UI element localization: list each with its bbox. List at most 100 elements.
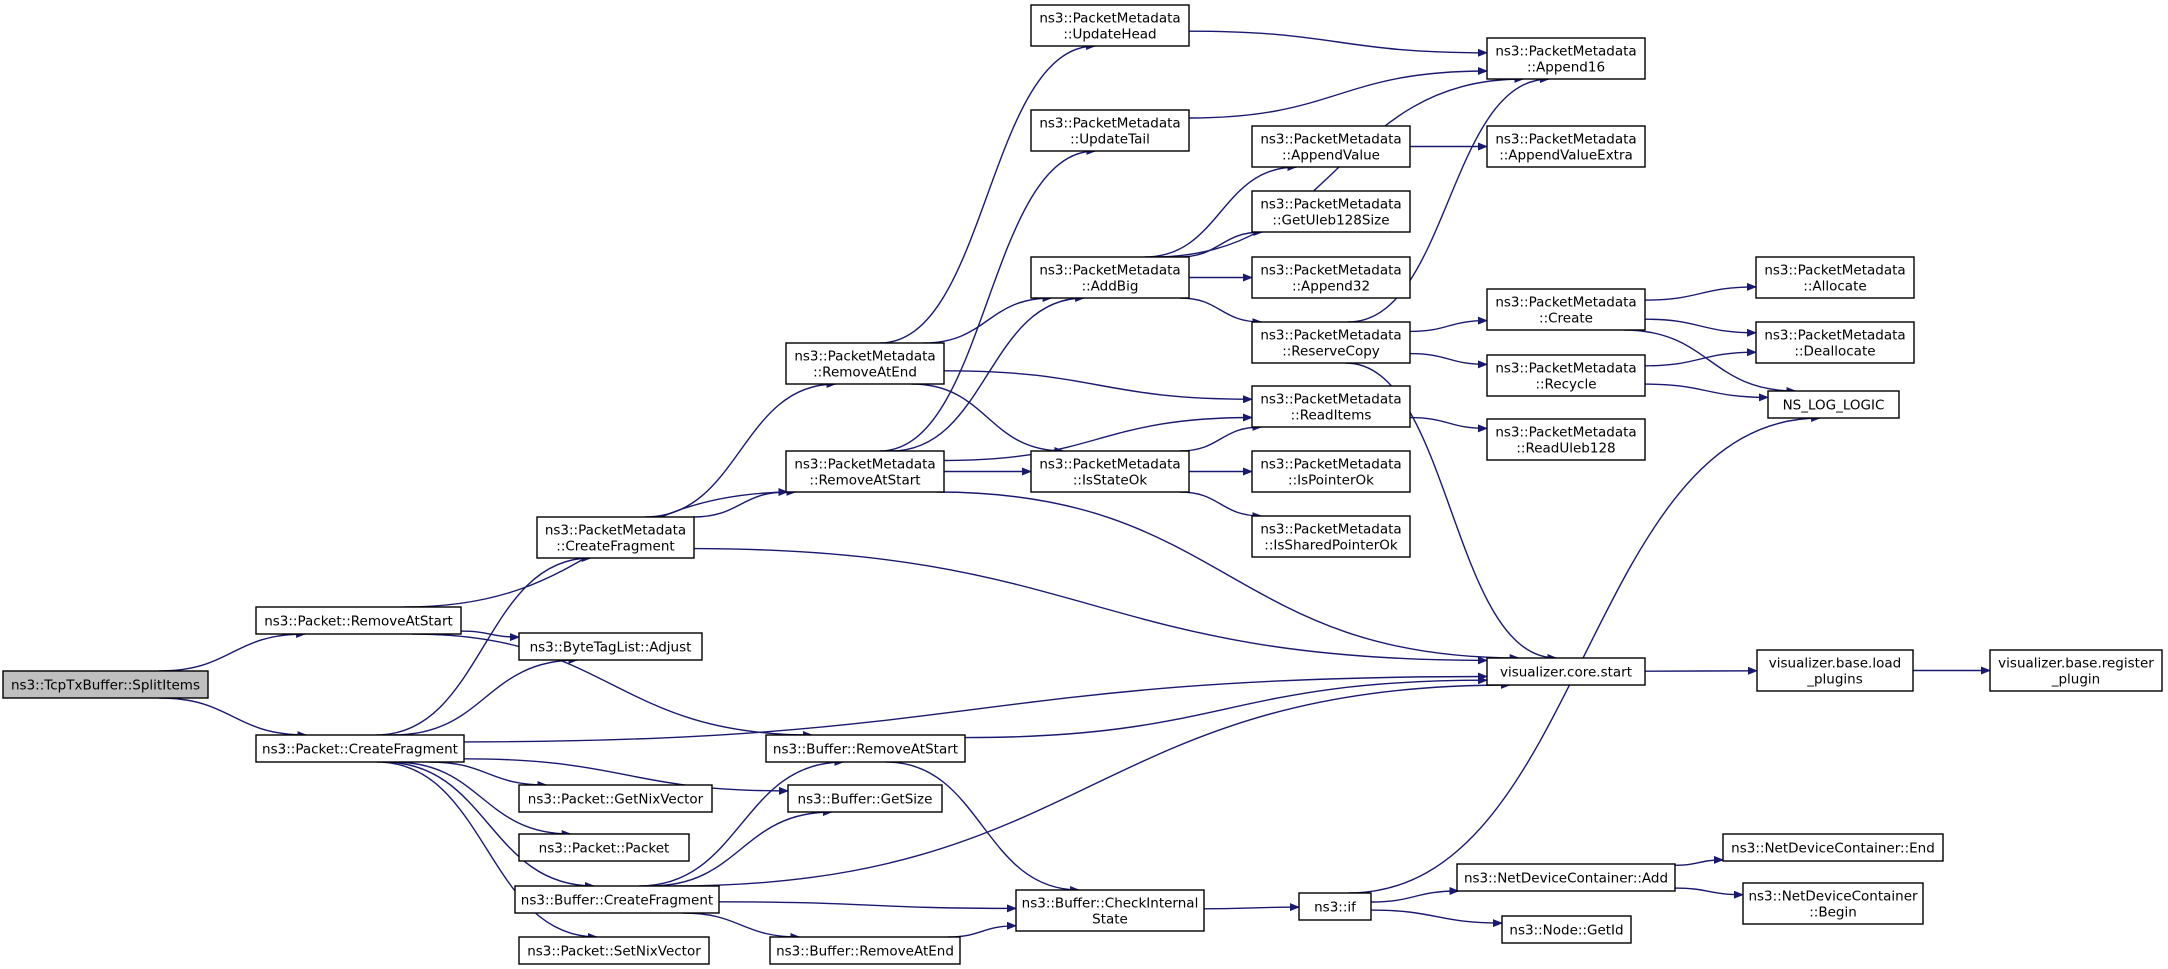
edge-ns3_if-to-node_get_id	[1370, 909, 1503, 928]
node-pm-update-tail[interactable]: ns3::PacketMetadata::UpdateTail	[1030, 109, 1190, 152]
node-ndc-begin[interactable]: ns3::NetDeviceContainer::Begin	[1742, 882, 1924, 925]
edge-buffer_remove_at_start-to-visualizer_core_start	[964, 676, 1488, 739]
node-box	[1251, 450, 1411, 493]
node-buffer-remove-at-end[interactable]: ns3::Buffer::RemoveAtEnd	[769, 936, 961, 965]
node-box	[518, 784, 713, 813]
node-packet-set-nix-vector[interactable]: ns3::Packet::SetNixVector	[518, 936, 710, 965]
edge-arrow	[1370, 909, 1503, 928]
edge-arrow	[1179, 297, 1263, 326]
node-ndc-end[interactable]: ns3::NetDeviceContainer::End	[1722, 833, 1944, 862]
node-label-line: ns3::NetDeviceContainer::Add	[1464, 871, 1668, 887]
node-label-line: ns3::PacketMetadata	[1495, 295, 1636, 311]
node-pm-is-pointer-ok[interactable]: ns3::PacketMetadata::IsPointerOk	[1251, 450, 1411, 493]
node-buffer-create-fragment[interactable]: ns3::Buffer::CreateFragment	[514, 885, 720, 914]
edge-arrow	[1188, 67, 1488, 119]
node-label-line: ::IsPointerOk	[1288, 473, 1374, 489]
node-label-line: ::Recycle	[1535, 377, 1596, 393]
edge-arrow	[682, 912, 801, 941]
node-pm-create-fragment[interactable]: ns3::PacketMetadata::CreateFragment	[536, 516, 695, 559]
edge-arrow	[463, 758, 789, 795]
node-pm-append-value-extra[interactable]: ns3::PacketMetadata::AppendValueExtra	[1486, 125, 1646, 168]
node-pm-append32[interactable]: ns3::PacketMetadata::Append32	[1251, 256, 1411, 299]
node-label-line: ns3::ByteTagList::Adjust	[530, 640, 692, 656]
node-pm-add-big[interactable]: ns3::PacketMetadata::AddBig	[1030, 256, 1190, 299]
edge-pm_reserve_copy-to-pm_append16	[1347, 75, 1550, 323]
node-label-line: ::Append16	[1527, 60, 1605, 76]
edge-packet_create_fragment-to-buffer_create_fragment	[382, 761, 595, 890]
node-visualizer-base-register-plugin[interactable]: visualizer.base.register_plugin	[1989, 649, 2163, 692]
edge-ns3_if-to-ndc_add	[1370, 887, 1460, 903]
edge-packet_create_fragment-to-packet_get_nix_vector	[428, 761, 548, 789]
edge-pm_reserve_copy-to-pm_create	[1409, 316, 1488, 333]
edge-arrow	[943, 413, 1253, 462]
edge-arrow	[1347, 75, 1550, 323]
node-box	[1486, 418, 1646, 461]
node-pm-deallocate[interactable]: ns3::PacketMetadata::Deallocate	[1755, 321, 1915, 364]
edge-arrow	[393, 656, 579, 736]
node-label-line: ns3::Packet::RemoveAtStart	[264, 614, 453, 630]
edge-ndc_add-to-ndc_end	[1674, 855, 1724, 866]
edge-arrow	[1348, 414, 1822, 894]
node-label-line: ns3::PacketMetadata	[1260, 263, 1401, 279]
edge-arrow	[650, 808, 833, 887]
node-pm-create[interactable]: ns3::PacketMetadata::Create	[1486, 288, 1646, 331]
node-pm-allocate[interactable]: ns3::PacketMetadata::Allocate	[1755, 256, 1915, 299]
node-box	[769, 936, 961, 965]
edge-arrow	[890, 294, 1086, 452]
node-label-line: ns3::PacketMetadata	[1764, 263, 1905, 279]
node-node-get-id[interactable]: ns3::Node::GetId	[1501, 915, 1632, 944]
node-packet-packet[interactable]: ns3::Packet::Packet	[518, 833, 690, 862]
edge-layer	[158, 30, 1991, 941]
node-visualizer-base-load-plugins[interactable]: visualizer.base.load_plugins	[1756, 649, 1914, 692]
edge-pm_create_fragment-to-visualizer_core_start	[693, 547, 1488, 665]
node-ns3-if[interactable]: ns3::if	[1298, 892, 1372, 921]
node-pm-is-state-ok[interactable]: ns3::PacketMetadata::IsStateOk	[1030, 450, 1190, 493]
node-pm-read-items[interactable]: ns3::PacketMetadata::ReadItems	[1251, 385, 1411, 428]
node-pm-remove-at-start[interactable]: ns3::PacketMetadata::RemoveAtStart	[785, 450, 945, 493]
node-pm-is-shared-pointer-ok[interactable]: ns3::PacketMetadata::IsSharedPointerOk	[1251, 515, 1411, 558]
node-packet-remove-at-start[interactable]: ns3::Packet::RemoveAtStart	[255, 606, 462, 635]
node-pm-append-value[interactable]: ns3::PacketMetadata::AppendValue	[1251, 125, 1411, 168]
node-split-items[interactable]: ns3::TcpTxBuffer::SplitItems	[2, 670, 209, 699]
node-pm-append16[interactable]: ns3::PacketMetadata::Append16	[1486, 37, 1646, 80]
node-label-line: ::Begin	[1809, 905, 1857, 921]
edge-arrow	[411, 633, 813, 739]
node-label-line: ::UpdateTail	[1070, 132, 1150, 148]
node-pm-get-uleb128-size[interactable]: ns3::PacketMetadata::GetUleb128Size	[1251, 190, 1411, 233]
node-pm-update-head[interactable]: ns3::PacketMetadata::UpdateHead	[1030, 4, 1190, 47]
edge-pm_create-to-pm_deallocate	[1644, 318, 1757, 337]
node-box	[1456, 863, 1676, 892]
node-label-line: ::IsSharedPointerOk	[1264, 538, 1398, 554]
node-pm-recycle[interactable]: ns3::PacketMetadata::Recycle	[1486, 354, 1646, 397]
node-visualizer-core-start[interactable]: visualizer.core.start	[1486, 657, 1646, 686]
edge-arrow	[1644, 348, 1757, 367]
edge-pm_reserve_copy-to-visualizer_core_start	[1345, 362, 1558, 662]
node-label-line: ns3::PacketMetadata	[1260, 522, 1401, 538]
node-label-line: ns3::PacketMetadata	[1039, 116, 1180, 132]
edge-buffer_check_internal_state-to-ns3_if	[1203, 903, 1300, 912]
node-ns-log-logic[interactable]: NS_LOG_LOGIC	[1767, 390, 1900, 419]
node-buffer-remove-at-start[interactable]: ns3::Buffer::RemoveAtStart	[765, 734, 966, 763]
node-pm-reserve-copy[interactable]: ns3::PacketMetadata::ReserveCopy	[1251, 321, 1411, 364]
node-pm-remove-at-end[interactable]: ns3::PacketMetadata::RemoveAtEnd	[785, 342, 945, 385]
node-label-line: ns3::PacketMetadata	[1495, 132, 1636, 148]
edge-pm_remove_at_end-to-pm_read_items	[943, 370, 1253, 404]
edge-arrow	[1152, 75, 1525, 258]
node-label-line: ns3::PacketMetadata	[1495, 44, 1636, 60]
node-ndc-add[interactable]: ns3::NetDeviceContainer::Add	[1456, 863, 1676, 892]
node-box	[1486, 657, 1646, 686]
edge-arrow	[936, 491, 1520, 662]
edge-arrow	[1644, 282, 1757, 301]
edge-packet_create_fragment-to-visualizer_core_start	[463, 672, 1488, 743]
node-box	[1501, 915, 1632, 944]
edge-packet_create_fragment-to-packet_packet	[393, 761, 572, 838]
edge-arrow	[158, 630, 307, 672]
node-packet-get-nix-vector[interactable]: ns3::Packet::GetNixVector	[518, 784, 713, 813]
node-pm-read-uleb128[interactable]: ns3::PacketMetadata::ReadUleb128	[1486, 418, 1646, 461]
node-label-line: ::CreateFragment	[556, 539, 674, 555]
edge-ns3_if-to-ns_log_logic	[1348, 414, 1822, 894]
node-packet-create-fragment[interactable]: ns3::Packet::CreateFragment	[255, 734, 465, 763]
node-bytetaglist-adjust[interactable]: ns3::ByteTagList::Adjust	[518, 632, 703, 661]
node-buffer-get-size[interactable]: ns3::Buffer::GetSize	[787, 784, 943, 813]
